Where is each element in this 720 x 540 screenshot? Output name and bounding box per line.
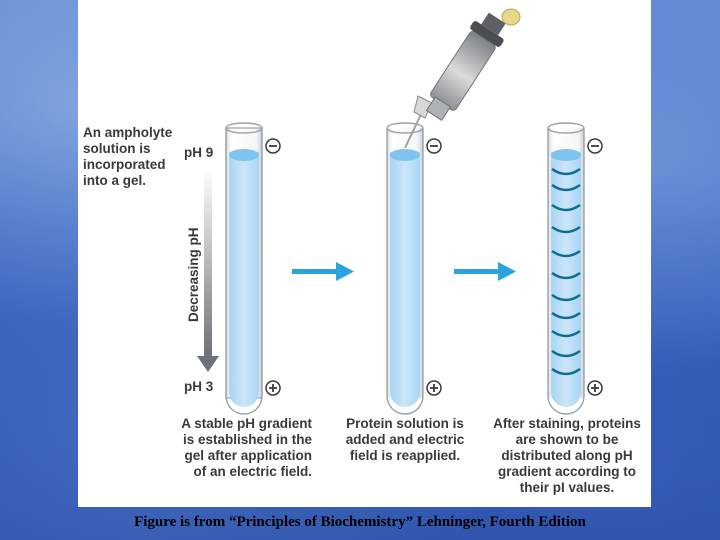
minus-electrode-2 (427, 139, 441, 153)
step-arrow-1 (292, 262, 354, 281)
step-1-caption: A stable pH gradient is established in t… (168, 416, 312, 480)
decreasing-ph-label: Decreasing pH (186, 227, 201, 322)
step-3-caption: After staining, proteins are shown to be… (484, 416, 650, 496)
ph-9-label: pH 9 (184, 145, 213, 160)
plus-electrode-2 (427, 381, 441, 395)
test-tube-1 (226, 123, 262, 414)
minus-electrode-3 (588, 139, 602, 153)
test-tube-2 (387, 123, 423, 414)
figure-source-caption: Figure is from “Principles of Biochemist… (0, 514, 720, 531)
minus-electrode-1 (266, 139, 280, 153)
plus-electrode-1 (266, 381, 280, 395)
ampholyte-label: An ampholyte solution is incorporated in… (83, 125, 172, 189)
ph-3-label: pH 3 (184, 379, 213, 394)
test-tube-3 (548, 123, 584, 414)
plus-electrode-3 (588, 381, 602, 395)
step-2-caption: Protein solution is added and electric f… (336, 416, 474, 464)
step-arrow-2 (454, 262, 516, 281)
